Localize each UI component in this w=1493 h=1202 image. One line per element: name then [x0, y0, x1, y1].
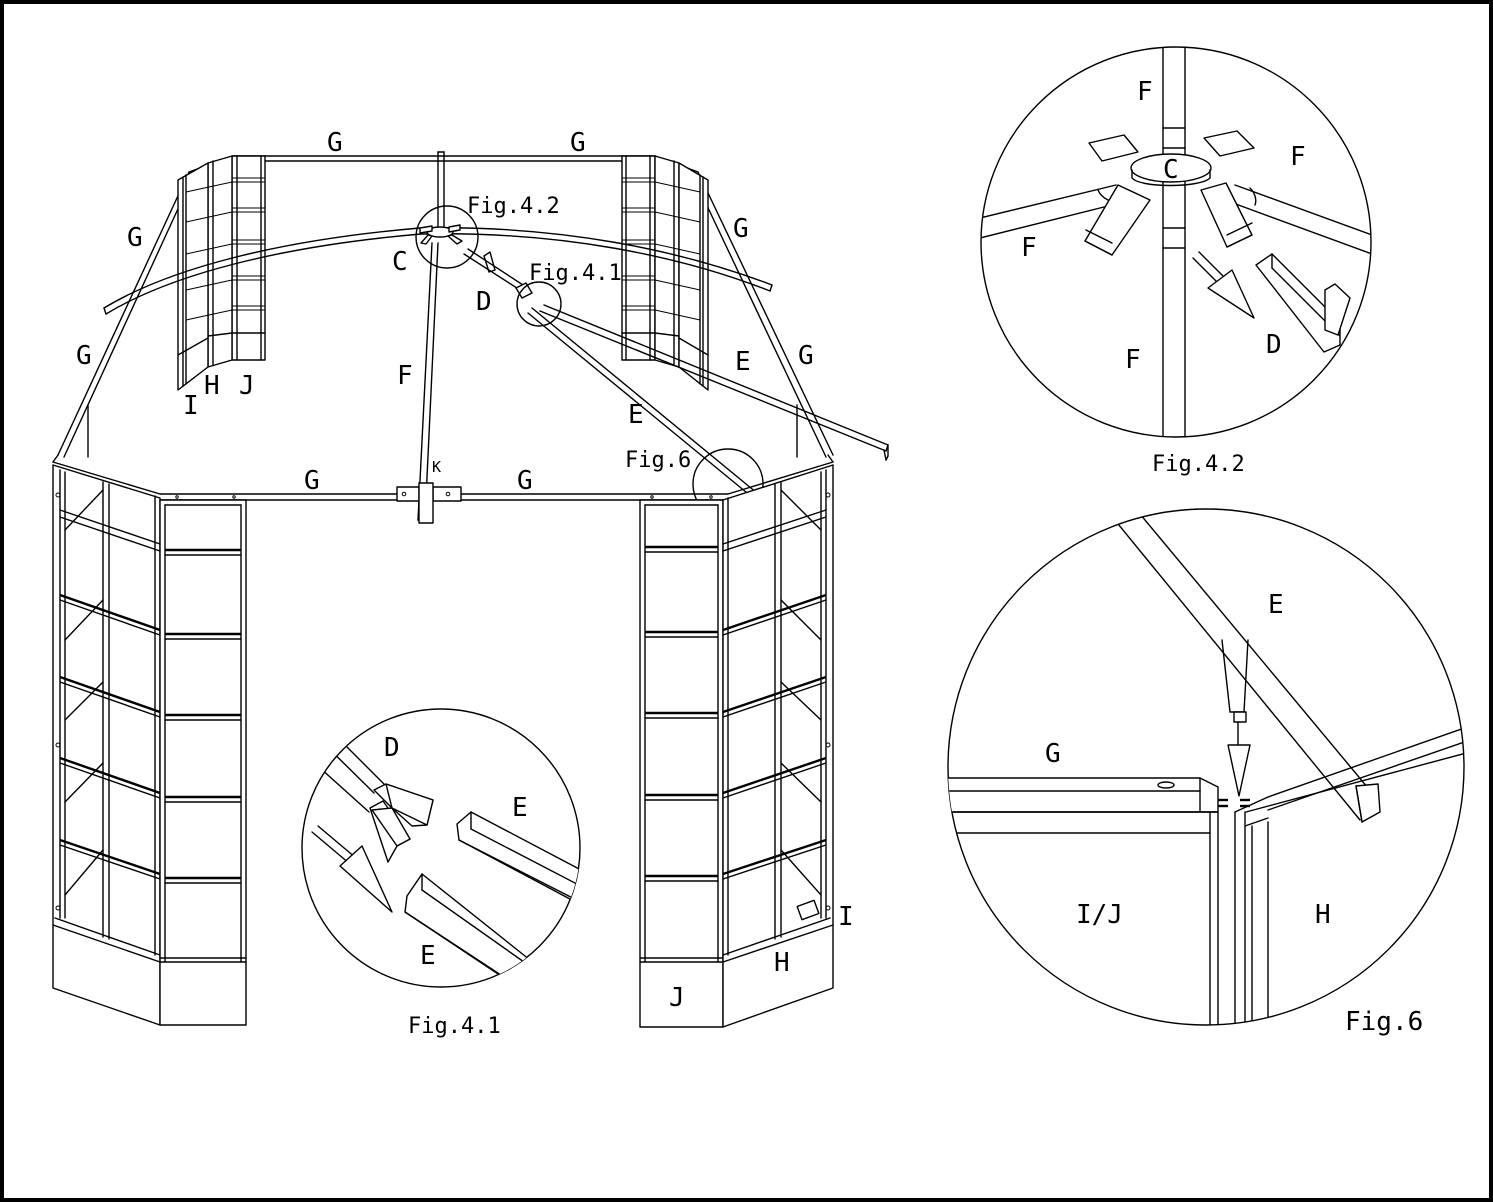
back-left-mullions	[185, 177, 265, 321]
back-right-wall	[621, 155, 709, 391]
label-h-front: H	[774, 948, 790, 978]
fig42-caption: Fig.4.2	[1152, 452, 1245, 477]
detail-fig6: E G I/J H Fig.6	[947, 508, 1465, 1037]
label-e-lower: E	[628, 400, 644, 430]
front-rail	[159, 482, 729, 524]
label-k: K	[432, 458, 441, 476]
rafter-E-long	[539, 304, 889, 461]
fig41-label-e-bottom: E	[420, 941, 436, 971]
fig42-label-f-top: F	[1137, 77, 1153, 107]
connector-D	[463, 248, 562, 327]
callout-fig41: Fig.4.1	[529, 261, 622, 286]
detail-fig42: F F F F C D Fig.4.2	[980, 46, 1372, 477]
callout-fig6: Fig.6	[625, 448, 691, 473]
fig6-caption: Fig.6	[1345, 1007, 1423, 1037]
label-i-front: I	[838, 902, 854, 932]
label-c: C	[392, 247, 408, 277]
fig6-label-g: G	[1045, 739, 1061, 769]
label-g-right-upper: G	[733, 214, 749, 244]
label-g-back-1: G	[327, 128, 343, 158]
center-post	[437, 151, 445, 227]
label-g-left-upper: G	[127, 223, 143, 253]
fig42-label-f-left: F	[1021, 233, 1037, 263]
label-j-front: J	[669, 983, 685, 1013]
back-left-wall	[177, 155, 266, 391]
fig6-label-ij: I/J	[1076, 900, 1123, 930]
fig42-label-c: C	[1163, 155, 1179, 185]
label-h-back: H	[204, 371, 220, 401]
label-g-left-lower: G	[76, 341, 92, 371]
fig6-label-e: E	[1268, 590, 1284, 620]
label-g-front-2: G	[517, 466, 533, 496]
front-left-panel	[159, 499, 247, 1026]
label-g-front-1: G	[304, 466, 320, 496]
label-j-back: J	[239, 371, 255, 401]
label-f: F	[397, 361, 413, 391]
fig42-label-f-right: F	[1290, 142, 1306, 172]
label-i-back: I	[183, 391, 199, 421]
label-g-right-lower: G	[798, 341, 814, 371]
pole-F	[417, 242, 439, 521]
fig42-label-d: D	[1266, 330, 1282, 360]
callout-fig42: Fig.4.2	[467, 194, 560, 219]
roof-hub	[415, 205, 479, 269]
fig6-label-h: H	[1315, 900, 1331, 930]
front-left-side-wall	[52, 464, 161, 1026]
detail-fig41: D E E Fig.4.1	[301, 708, 581, 1039]
gazebo-frame	[52, 151, 889, 1028]
front-right-panel	[639, 499, 724, 1028]
label-g-back-2: G	[570, 128, 586, 158]
fig41-label-e-right: E	[512, 793, 528, 823]
back-right-mullions	[622, 177, 701, 321]
main-labels: G G G G G G G G C D E E F I H J K J H I …	[76, 128, 854, 1013]
fig41-caption: Fig.4.1	[408, 1014, 501, 1039]
label-e-upper: E	[735, 347, 751, 377]
fig42-label-f-bottom: F	[1125, 345, 1141, 375]
fig41-label-d: D	[384, 733, 400, 763]
front-right-side-wall	[722, 464, 834, 1028]
label-d: D	[476, 287, 492, 317]
